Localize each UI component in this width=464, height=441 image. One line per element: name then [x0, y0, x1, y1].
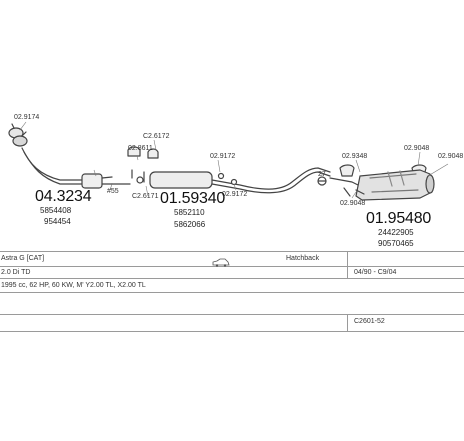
- row-divider: [0, 314, 464, 315]
- production-dates: 04/90 - C9/04: [354, 269, 397, 276]
- row-divider: [0, 251, 464, 252]
- part-ref-029172-b: 02.9172: [222, 191, 248, 198]
- oem-954454: 954454: [44, 217, 71, 226]
- part-ref-029174: 02.9174: [14, 114, 40, 121]
- col-divider: [347, 314, 348, 331]
- part-ref-029048-b: 02.9048: [438, 153, 464, 160]
- engine-name: 2.0 Di TD: [1, 269, 31, 276]
- oem-90570465: 90570465: [378, 239, 414, 248]
- part-ref-55: #55: [107, 188, 119, 195]
- hardware-bits-part: [217, 172, 365, 195]
- part-ref-029048: 02.9048: [404, 145, 430, 152]
- oem-5854408: 5854408: [40, 206, 72, 215]
- exhaust-system-diagram: 02.9174 04.3234 5854408 954454 #55 C2.61…: [8, 114, 464, 248]
- col-divider: [347, 251, 348, 278]
- part-number-043234: 04.3234: [35, 188, 92, 205]
- engine-spec: 1995 cc, 62 HP, 60 KW, M' Y2.00 TL, X2.0…: [1, 282, 146, 289]
- oem-5852110: 5852110: [174, 208, 205, 217]
- row-divider: [0, 278, 464, 279]
- part-ref-27: 27: [318, 171, 326, 178]
- part-ref-026171: C2.6171: [132, 193, 159, 200]
- front-pipe-part: [21, 147, 113, 189]
- row-divider: [0, 331, 464, 332]
- oem-5862066: 5862066: [174, 220, 206, 229]
- rear-silencer-part: [329, 169, 435, 201]
- front-flange-part: [8, 123, 28, 147]
- part-ref-029048-c: 02.9048: [340, 200, 366, 207]
- part-number-0195480: 01.95480: [366, 210, 432, 227]
- oem-24422905: 24422905: [378, 228, 414, 237]
- part-ref-029172: 02.9172: [210, 153, 236, 160]
- car-icon: [212, 254, 230, 272]
- part-ref-028611: 02.8611: [128, 145, 153, 152]
- center-silencer-part: [111, 167, 331, 194]
- middle-clamps-part: [127, 146, 159, 184]
- vehicle-info-table: Astra G [CAT] Hatchback 2.0 Di TD 04/90 …: [0, 245, 464, 345]
- body-style: Hatchback: [286, 255, 320, 262]
- row-divider: [0, 266, 464, 267]
- row-divider: [0, 292, 464, 293]
- leader-lines: [19, 121, 449, 199]
- part-ref-026172: C2.6172: [143, 133, 170, 140]
- model-name: Astra G [CAT]: [1, 255, 45, 262]
- part-number-0159340: 01.59340: [160, 190, 226, 207]
- exhaust-parts-drawing: [8, 121, 449, 201]
- part-ref-029348: 02.9348: [342, 153, 368, 160]
- catalog-code: C2601-52: [354, 318, 385, 325]
